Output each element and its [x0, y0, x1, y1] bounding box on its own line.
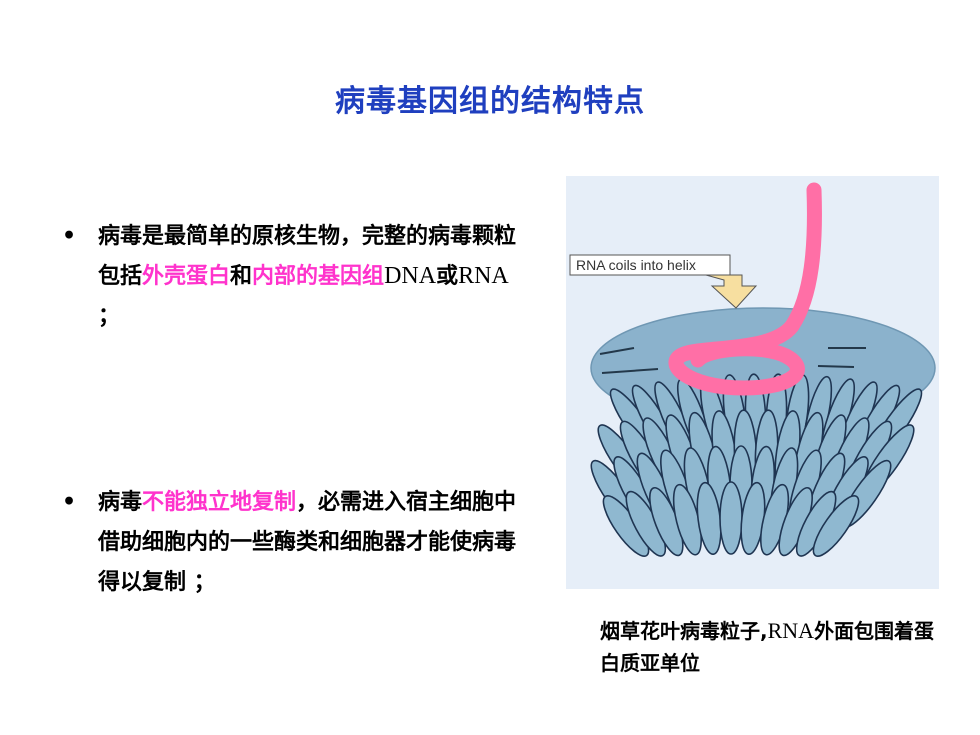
- bullet-item-2: • 病毒不能独立地复制，必需进入宿主细胞中借助细胞内的一些酶类和细胞器才能使病毒…: [62, 482, 532, 652]
- disc-marks: [599, 347, 866, 374]
- figure-caption: 烟草花叶病毒粒子,RNA外面包围着蛋白质亚单位: [600, 615, 940, 679]
- bullet-1-dna: DNA: [384, 263, 437, 289]
- bullet-1-end: ；: [98, 303, 121, 329]
- callout-box: [569, 254, 731, 276]
- bullet-1-highlight-a: 外壳蛋白: [142, 263, 231, 289]
- bullet-1-text-a: 病毒是最简单的原核生物，完整的病毒颗粒包括: [98, 223, 517, 289]
- bullet-2-highlight: 不能独立地复制: [142, 489, 297, 515]
- protein-subunits: [590, 373, 923, 557]
- bullet-dot: •: [62, 223, 77, 249]
- bullet-dot: •: [62, 489, 77, 515]
- tmv-diagram: RNA coils into helix: [569, 182, 936, 557]
- bullet-1-highlight-b: 内部的基因组: [252, 263, 385, 289]
- callout-label: RNA coils into helix: [576, 257, 696, 273]
- caption-rna: RNA: [767, 618, 815, 643]
- bullet-1-text-b: 和: [230, 263, 253, 289]
- bullet-1-or: 或: [436, 263, 459, 289]
- caption-part-1: 烟草花叶病毒粒子,: [600, 619, 768, 643]
- protein-subunit: [719, 481, 743, 555]
- page-title: 病毒基因组的结构特点: [335, 84, 645, 119]
- caption-part-2: 外面包围着蛋白质亚单位: [600, 619, 935, 675]
- rna-helix: [668, 182, 822, 396]
- virus-illustration: RNA coils into helix: [566, 176, 939, 589]
- bullet-2-text-b: ，必需进入宿主细胞中借助细胞内的一些酶类和细胞器才能使病毒得以复制 ；: [98, 489, 517, 595]
- bullet-1-rna: RNA: [458, 263, 509, 289]
- bullet-item-1: • 病毒是最简单的原核生物，完整的病毒颗粒包括外壳蛋白和内部的基因组DNA或RN…: [62, 216, 532, 346]
- bullet-text-2: 病毒不能独立地复制，必需进入宿主细胞中借助细胞内的一些酶类和细胞器才能使病毒得以…: [98, 482, 528, 602]
- bullet-text-1: 病毒是最简单的原核生物，完整的病毒颗粒包括外壳蛋白和内部的基因组DNA或RNA …: [98, 216, 528, 336]
- bullet-2-text-a: 病毒: [98, 489, 143, 515]
- protein-subunit: [812, 495, 860, 557]
- callout-arrow: [705, 274, 758, 309]
